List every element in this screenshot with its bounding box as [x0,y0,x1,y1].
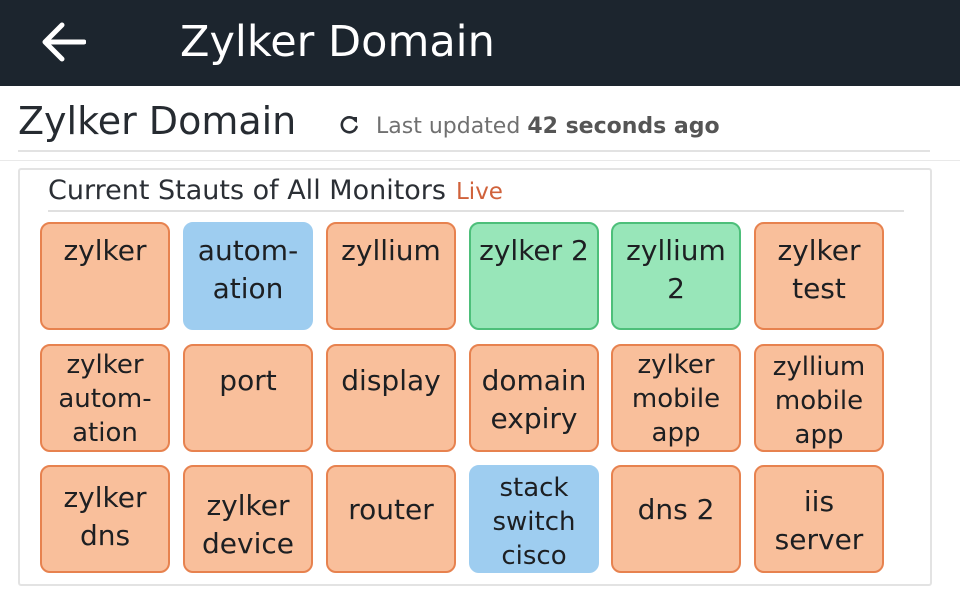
monitor-tile[interactable]: zyllium 2 [611,222,741,330]
app-bar-title: Zylker Domain [180,17,495,67]
monitor-label: zylker mobile app [631,350,721,448]
monitor-tile[interactable]: zylker test [754,222,884,330]
app-bar: Zylker Domain [0,0,960,86]
monitor-tile[interactable]: zylker [40,222,170,330]
monitor-tile[interactable]: stack switch cisco [469,465,599,573]
monitor-label: zylker test [777,234,861,305]
monitor-tile[interactable]: zylker dns [40,465,170,573]
monitor-label: zylker [63,234,147,267]
page-title: Zylker Domain [18,99,297,143]
back-button[interactable] [36,18,90,66]
monitor-label: zyllium 2 [626,234,726,305]
monitor-tile[interactable]: dns 2 [611,465,741,573]
monitor-label: router [348,493,434,526]
monitor-label: zylker device [202,489,294,560]
monitor-label: zyllium mobile app [772,352,866,450]
monitor-status-panel: Current Stauts of All Monitors Live zylke… [18,168,932,586]
panel-title: Current Stauts of All Monitors Live [48,172,503,211]
monitor-tile[interactable]: iis server [754,465,884,573]
monitor-label: zylker dns [63,481,147,552]
live-badge: Live [455,179,503,205]
monitor-label: stack switch cisco [492,473,576,571]
monitor-tile[interactable]: zylker device [183,465,313,573]
monitor-tile[interactable]: domain expiry [469,344,599,452]
arrow-left-icon [42,22,86,62]
monitor-label: zyllium [341,234,441,267]
monitor-tile[interactable]: router [326,465,456,573]
monitor-label: port [219,364,277,397]
monitor-tile[interactable]: display [326,344,456,452]
monitor-label: display [341,364,441,397]
monitor-label: iis server [774,485,864,556]
monitor-tile[interactable]: zyllium [326,222,456,330]
monitor-label: zylker autom- ation [58,350,152,448]
monitor-label: zylker 2 [479,234,589,267]
monitor-tile[interactable]: zylker mobile app [611,344,741,452]
monitor-label: autom- ation [197,234,299,305]
monitor-tile[interactable]: zylker autom- ation [40,344,170,452]
monitor-label: dns 2 [637,493,715,526]
monitor-tile[interactable]: port [183,344,313,452]
last-updated-value: 42 seconds ago [527,114,720,139]
last-updated-prefix: Last updated [376,114,521,139]
divider [18,150,930,152]
refresh-icon[interactable] [338,114,360,136]
last-updated-text: Last updated 42 seconds ago [376,112,720,142]
monitor-tile[interactable]: zylker 2 [469,222,599,330]
divider [0,160,960,161]
divider [48,210,904,212]
monitor-tile[interactable]: autom- ation [183,222,313,330]
monitor-label: domain expiry [481,364,587,435]
page-header: Zylker Domain Last updated 42 seconds ag… [0,86,960,162]
monitor-tile[interactable]: zyllium mobile app [754,344,884,452]
panel-title-text: Current Stauts of All Monitors [48,175,446,206]
